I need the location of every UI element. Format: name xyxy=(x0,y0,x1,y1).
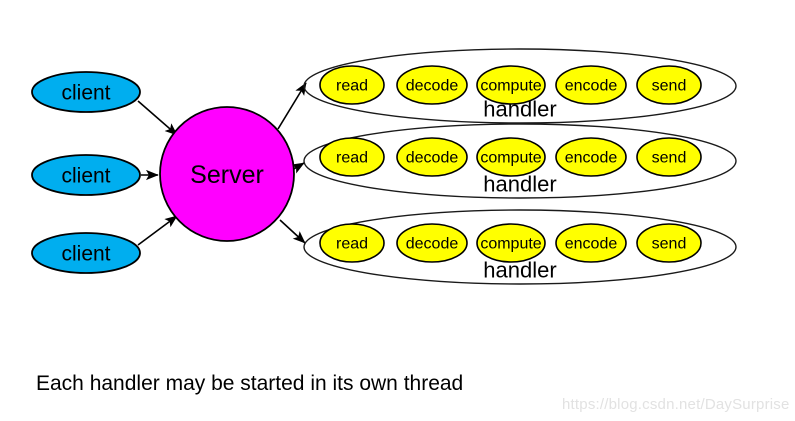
stage-label-encode: encode xyxy=(565,150,618,167)
stage-label-compute: compute xyxy=(480,236,541,253)
stage-ellipse-encode[interactable] xyxy=(555,137,627,177)
client3-to-server-arrow xyxy=(137,215,178,246)
server-node[interactable]: Server xyxy=(159,106,295,242)
stage-ellipse-compute[interactable] xyxy=(476,137,546,177)
caption-text: Each handler may be started in its own t… xyxy=(36,372,464,395)
client-ellipse[interactable] xyxy=(31,154,141,196)
stage-ellipse-decode[interactable] xyxy=(396,137,468,177)
stage-label-send: send xyxy=(652,236,687,253)
arrows-group xyxy=(137,82,307,246)
handler-boundary-ellipse xyxy=(303,209,737,285)
client1-to-server-arrow xyxy=(137,100,178,136)
stage-ellipse-send[interactable] xyxy=(636,223,702,263)
handler-boundary-ellipse xyxy=(303,123,737,199)
handler-group-3[interactable]: read decode compute encode send handler xyxy=(303,209,737,285)
stage-label-compute: compute xyxy=(480,78,541,95)
stage-ellipse-read[interactable] xyxy=(319,137,385,177)
handler-boundary-ellipse xyxy=(303,48,737,124)
stage-label-read: read xyxy=(336,78,368,95)
watermark-text: https://blog.csdn.net/DaySurprise xyxy=(562,396,790,413)
stage-ellipse-read[interactable] xyxy=(319,65,385,105)
client-node-1[interactable]: client xyxy=(31,71,141,113)
stage-label-decode: decode xyxy=(406,150,459,167)
server-to-handler3-arrow xyxy=(279,219,306,244)
stage-ellipse-encode[interactable] xyxy=(555,223,627,263)
handler-group-1[interactable]: read decode compute encode send handler xyxy=(303,48,737,124)
stage-label-decode: decode xyxy=(406,78,459,95)
stage-label-encode: encode xyxy=(565,236,618,253)
stage-ellipse-encode[interactable] xyxy=(555,65,627,105)
stage-ellipse-send[interactable] xyxy=(636,65,702,105)
clients-group: client client client xyxy=(31,71,141,274)
stage-ellipse-compute[interactable] xyxy=(476,65,546,105)
stage-ellipse-decode[interactable] xyxy=(396,223,468,263)
stage-label-send: send xyxy=(652,78,687,95)
stage-label-read: read xyxy=(336,236,368,253)
server-to-handler1-arrow xyxy=(277,82,307,130)
client-label: client xyxy=(61,82,110,105)
stage-ellipse-send[interactable] xyxy=(636,137,702,177)
client-label: client xyxy=(61,243,110,266)
handler-label: handler xyxy=(483,172,556,197)
handler-label: handler xyxy=(483,97,556,122)
server-circle[interactable] xyxy=(159,106,295,242)
client-node-3[interactable]: client xyxy=(31,232,141,274)
stage-label-send: send xyxy=(652,150,687,167)
stage-ellipse-compute[interactable] xyxy=(476,223,546,263)
handler-label: handler xyxy=(483,258,556,283)
client-node-2[interactable]: client xyxy=(31,154,141,196)
stage-label-read: read xyxy=(336,150,368,167)
handler-group-2[interactable]: read decode compute encode send handler xyxy=(303,123,737,199)
client-ellipse[interactable] xyxy=(31,232,141,274)
client-ellipse[interactable] xyxy=(31,71,141,113)
client-label: client xyxy=(61,165,110,188)
stage-label-encode: encode xyxy=(565,78,618,95)
stage-label-compute: compute xyxy=(480,150,541,167)
server-label: Server xyxy=(190,161,264,189)
server-group: Server xyxy=(159,106,295,242)
stage-ellipse-decode[interactable] xyxy=(396,65,468,105)
stage-label-decode: decode xyxy=(406,236,459,253)
stage-ellipse-read[interactable] xyxy=(319,223,385,263)
handlers-group: read decode compute encode send handler read de… xyxy=(303,48,737,285)
